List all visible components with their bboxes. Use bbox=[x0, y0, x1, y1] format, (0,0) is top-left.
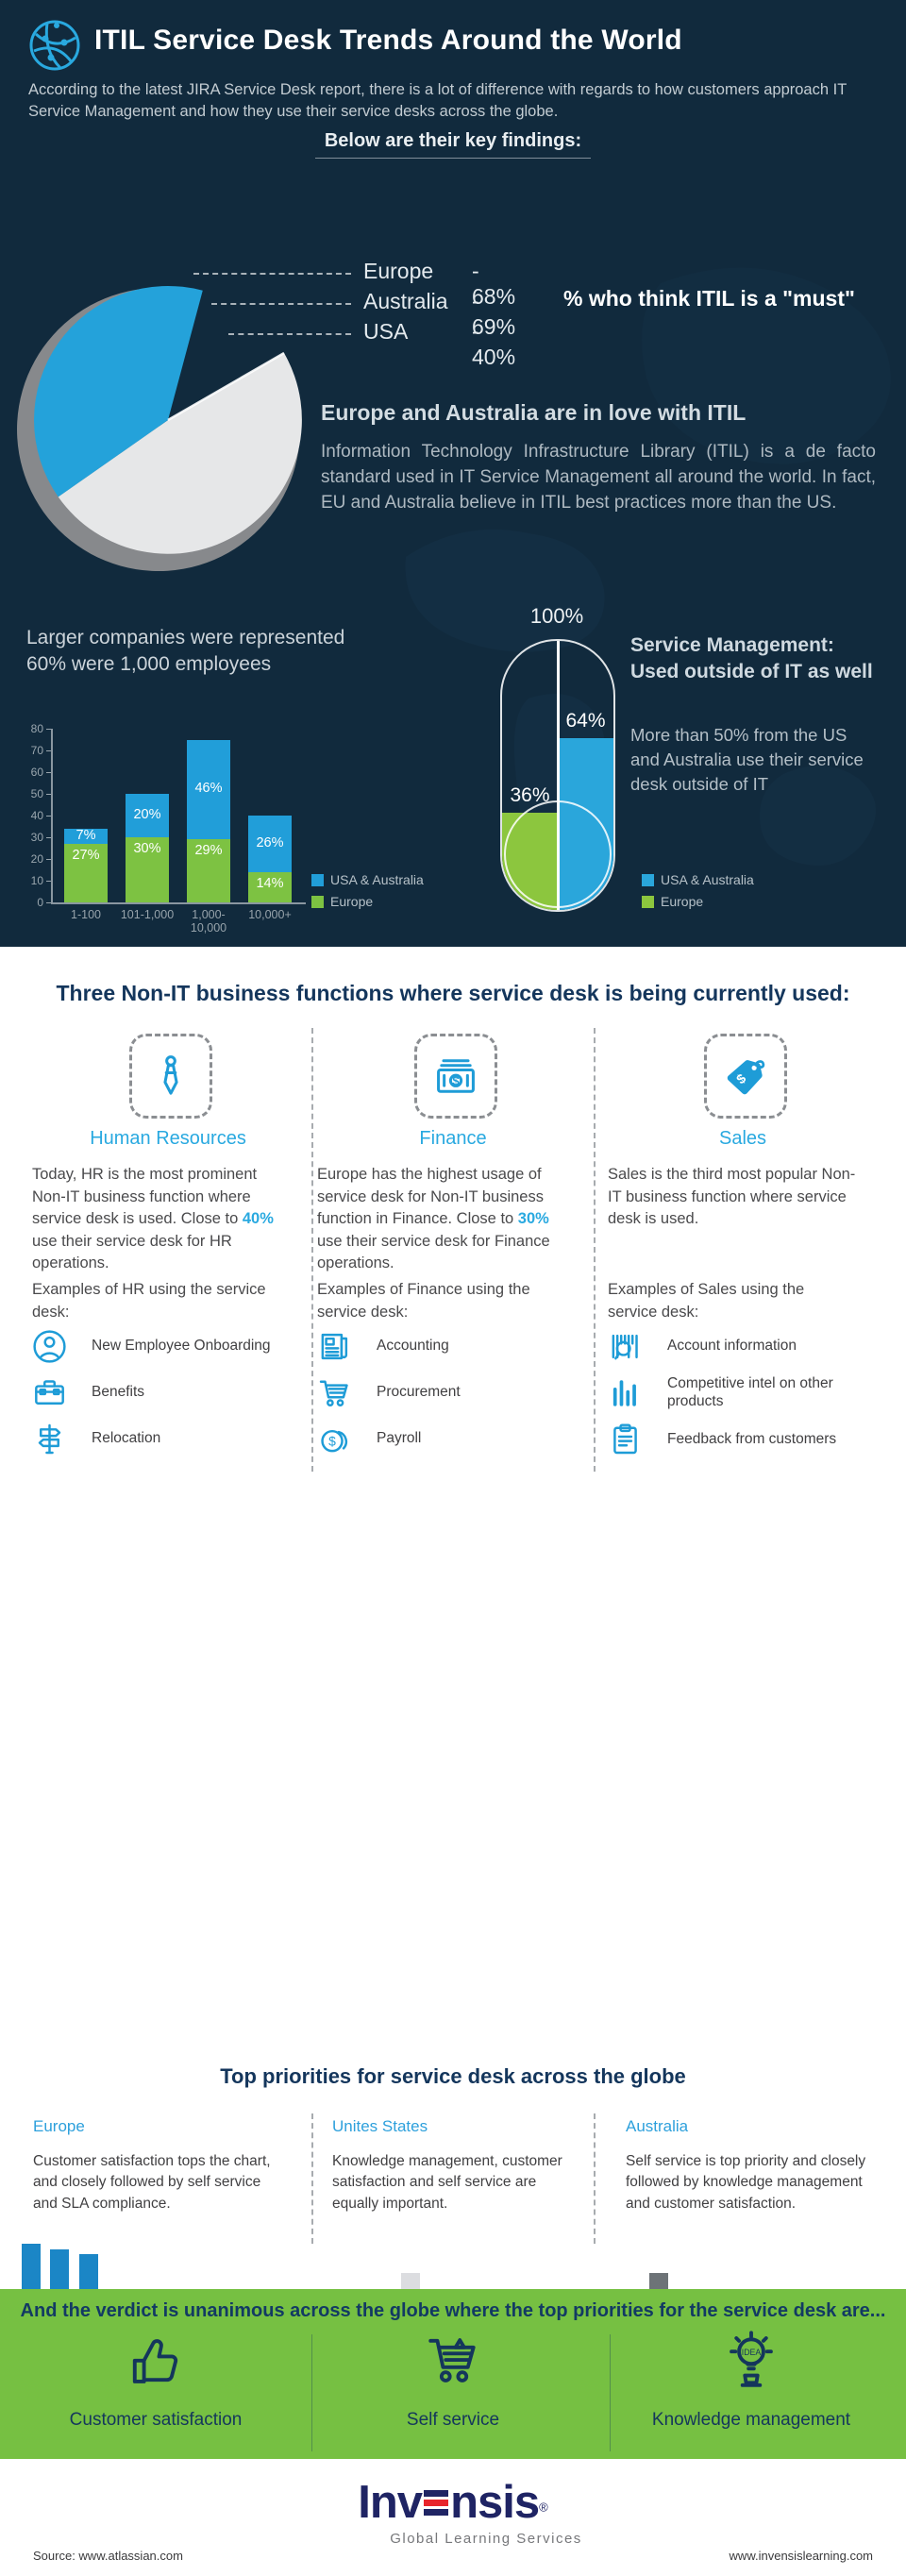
website-text: www.invensislearning.com bbox=[729, 2549, 873, 2563]
capsule-divider bbox=[556, 641, 560, 910]
region-body-australia: Self service is top priority and closely… bbox=[626, 2153, 866, 2212]
section-key-findings: ITIL Service Desk Trends Around the Worl… bbox=[0, 0, 906, 947]
svg-text:IDEA: IDEA bbox=[742, 2348, 762, 2357]
logo-tagline: Global Learning Services bbox=[390, 2531, 582, 2547]
cart-icon bbox=[311, 2331, 595, 2394]
source-text: Source: www.atlassian.com bbox=[33, 2549, 183, 2563]
company-chart-title: Larger companies were represented 60% we… bbox=[26, 627, 345, 676]
non-it-heading: Three Non-IT business functions where se… bbox=[56, 981, 850, 1005]
list-item: New Employee Onboarding bbox=[32, 1328, 306, 1364]
tie-icon bbox=[129, 1034, 212, 1119]
money-bill-icon: $ bbox=[414, 1034, 497, 1119]
signpost-icon bbox=[32, 1422, 67, 1456]
column-title-hr: Human Resources bbox=[90, 1128, 246, 1149]
verdict-label-1: Customer satisfaction bbox=[69, 2410, 243, 2430]
key-findings-label: Below are their key findings: bbox=[0, 130, 906, 159]
svg-text:$: $ bbox=[452, 1074, 460, 1088]
hr-body: Today, HR is the most prominent Non-IT b… bbox=[32, 1166, 274, 1272]
svg-text:$: $ bbox=[328, 1433, 336, 1448]
list-item: Account information bbox=[608, 1328, 881, 1364]
region-body-us: Knowledge management, customer satisfact… bbox=[332, 2153, 562, 2212]
intro-text: According to the latest JIRA Service Des… bbox=[28, 81, 847, 120]
list-item: Feedback from customers bbox=[608, 1422, 881, 1457]
column-divider bbox=[594, 2113, 596, 2244]
legend-item: Europe bbox=[642, 894, 754, 909]
leader-line-usa bbox=[228, 333, 351, 335]
list-item: $Payroll bbox=[317, 1421, 591, 1456]
bar-segment-usa-australia bbox=[64, 828, 108, 844]
itil-love-body: Information Technology Infrastructure Li… bbox=[321, 442, 876, 513]
column-divider bbox=[594, 1028, 596, 1472]
list-item: Accounting bbox=[317, 1328, 591, 1364]
bulb-icon: IDEA bbox=[610, 2331, 893, 2394]
finance-examples-label: Examples of Finance using the service de… bbox=[317, 1281, 530, 1321]
sales-examples-label: Examples of Sales using the service desk… bbox=[608, 1281, 805, 1321]
clipboard-icon bbox=[608, 1422, 643, 1456]
capsule-bottom-circle bbox=[504, 800, 612, 908]
capsule-max-label: 100% bbox=[529, 604, 584, 628]
globe-network-icon bbox=[29, 20, 80, 71]
pie-caption: % who think ITIL is a "must" bbox=[563, 286, 855, 311]
verdict-heading: And the verdict is unanimous across the … bbox=[20, 2300, 886, 2321]
itil-must-pie-chart bbox=[17, 285, 302, 572]
bar-segment-usa-australia bbox=[126, 794, 169, 837]
verdict-label-3: Knowledge management bbox=[651, 2410, 851, 2430]
verdict-divider bbox=[311, 2334, 312, 2451]
verdict-divider bbox=[610, 2334, 611, 2451]
section-verdict: And the verdict is unanimous across the … bbox=[0, 2289, 906, 2459]
bar-segment-europe bbox=[126, 837, 169, 902]
sales-body: Sales is the third most popular Non-IT b… bbox=[608, 1166, 856, 1228]
priorities-heading: Top priorities for service desk across t… bbox=[220, 2064, 686, 2088]
bar-segment-usa-australia bbox=[187, 739, 230, 840]
person-icon bbox=[32, 1329, 67, 1364]
bar-chart-icon bbox=[608, 1375, 643, 1410]
column-divider bbox=[311, 2113, 313, 2244]
bar-segment-usa-australia bbox=[248, 816, 292, 872]
list-item: Relocation bbox=[32, 1421, 306, 1456]
leader-line-europe bbox=[193, 273, 351, 275]
cart-icon bbox=[317, 1375, 352, 1410]
list-item: Competitive intel on other products bbox=[608, 1374, 881, 1411]
bar-segment-europe bbox=[187, 839, 230, 902]
capsule-blue-label: 64% bbox=[565, 709, 606, 732]
verdict-label-2: Self service bbox=[406, 2410, 500, 2430]
barcode-icon bbox=[608, 1329, 643, 1364]
capsule-green-label: 36% bbox=[510, 784, 550, 807]
bar-segment-europe bbox=[64, 843, 108, 902]
leader-line-australia bbox=[211, 303, 351, 305]
service-mgmt-capsule-chart: 36% 64% bbox=[500, 639, 615, 912]
ledger-icon bbox=[317, 1329, 352, 1364]
itil-love-headline: Europe and Australia are in love with IT… bbox=[321, 400, 747, 425]
list-item: Benefits bbox=[32, 1374, 306, 1410]
column-title-finance: Finance bbox=[419, 1128, 487, 1149]
column-divider bbox=[311, 1028, 313, 1472]
price-tag-icon: $ bbox=[704, 1034, 787, 1119]
briefcase-icon bbox=[32, 1375, 67, 1410]
service-mgmt-body: More than 50% from the US and Australia … bbox=[630, 725, 864, 794]
thumbs-up-icon bbox=[14, 2331, 297, 2394]
column-title-sales: Sales bbox=[718, 1128, 767, 1149]
page-title: ITIL Service Desk Trends Around the Worl… bbox=[94, 25, 682, 56]
list-item: Procurement bbox=[317, 1374, 591, 1410]
bar-segment-europe bbox=[248, 871, 292, 902]
region-label-australia: Australia bbox=[626, 2117, 689, 2135]
hr-examples-label: Examples of HR using the service desk: bbox=[32, 1281, 266, 1321]
service-mgmt-heading: Service Management: Used outside of IT a… bbox=[630, 634, 873, 682]
region-label-europe: Europe bbox=[33, 2117, 85, 2135]
logo-e-bars bbox=[424, 2488, 449, 2517]
region-body-europe: Customer satisfaction tops the chart, an… bbox=[33, 2153, 271, 2212]
coin-icon: $ bbox=[317, 1422, 352, 1456]
region-label-us: Unites States bbox=[332, 2117, 428, 2135]
finance-body: Europe has the highest usage of service … bbox=[317, 1166, 550, 1272]
section-non-it-functions: Three Non-IT business functions where se… bbox=[0, 947, 906, 1473]
legend-item: USA & Australia bbox=[642, 872, 754, 887]
